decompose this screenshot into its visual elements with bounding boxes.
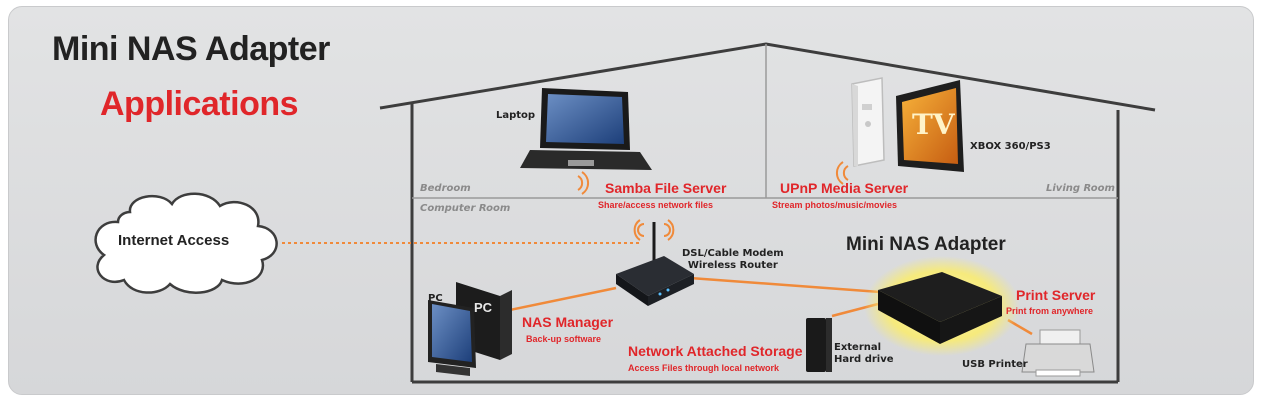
room-label-bedroom: Bedroom — [420, 183, 471, 194]
router-label-line-2: Wireless Router — [687, 260, 778, 271]
wifi-icon-router — [633, 219, 675, 241]
title-line-1: Mini NAS Adapter — [52, 30, 330, 68]
upnp-subtitle: Stream photos/music/movies — [772, 200, 898, 210]
pc-label: PC — [428, 293, 443, 304]
tv-screen-label: TV — [912, 108, 955, 141]
printer-label: USB Printer — [962, 359, 1028, 370]
upnp-title: UPnP Media Server — [780, 180, 909, 196]
router-icon — [616, 222, 694, 306]
nas-adapter-icon — [878, 272, 1002, 344]
hard-drive-label: External Hard drive — [834, 342, 894, 366]
nas-manager-title: NAS Manager — [522, 314, 614, 330]
router-label-line-1: DSL/Cable Modem — [682, 248, 784, 259]
hard-drive-label-line-1: External — [834, 342, 882, 353]
nas-storage-title: Network Attached Storage — [628, 343, 803, 359]
wifi-icon-samba — [577, 171, 589, 195]
wifi-icon-upnp — [836, 161, 849, 185]
printer-icon — [1021, 329, 1095, 377]
tv-icon — [896, 80, 964, 172]
house-outline — [379, 42, 1156, 384]
room-label-living-room: Living Room — [1046, 183, 1115, 194]
print-server-title: Print Server — [1016, 287, 1096, 303]
router-label: DSL/Cable Modem Wireless Router — [682, 248, 784, 272]
hard-drive-icon — [806, 318, 832, 372]
laptop-label: Laptop — [496, 110, 536, 121]
title-line-2: Applications — [100, 85, 299, 123]
adapter-heading: Mini NAS Adapter — [846, 234, 1006, 255]
samba-subtitle: Share/access network files — [598, 200, 714, 210]
nas-manager-subtitle: Back-up software — [526, 334, 602, 344]
game-console-icon — [851, 77, 885, 167]
console-label: XBOX 360/PS3 — [970, 141, 1051, 152]
hard-drive-label-line-2: Hard drive — [834, 354, 894, 365]
pc-icon — [428, 282, 512, 376]
samba-title: Samba File Server — [605, 180, 727, 196]
print-server-subtitle: Print from anywhere — [1006, 306, 1094, 316]
room-label-computer-room: Computer Room — [420, 203, 511, 214]
laptop-icon — [520, 88, 652, 170]
internet-access-label: Internet Access — [118, 232, 230, 249]
cloud-shape — [94, 192, 278, 294]
pc-tower-label: PC — [474, 300, 493, 315]
nas-storage-subtitle: Access Files through local network — [628, 363, 780, 373]
